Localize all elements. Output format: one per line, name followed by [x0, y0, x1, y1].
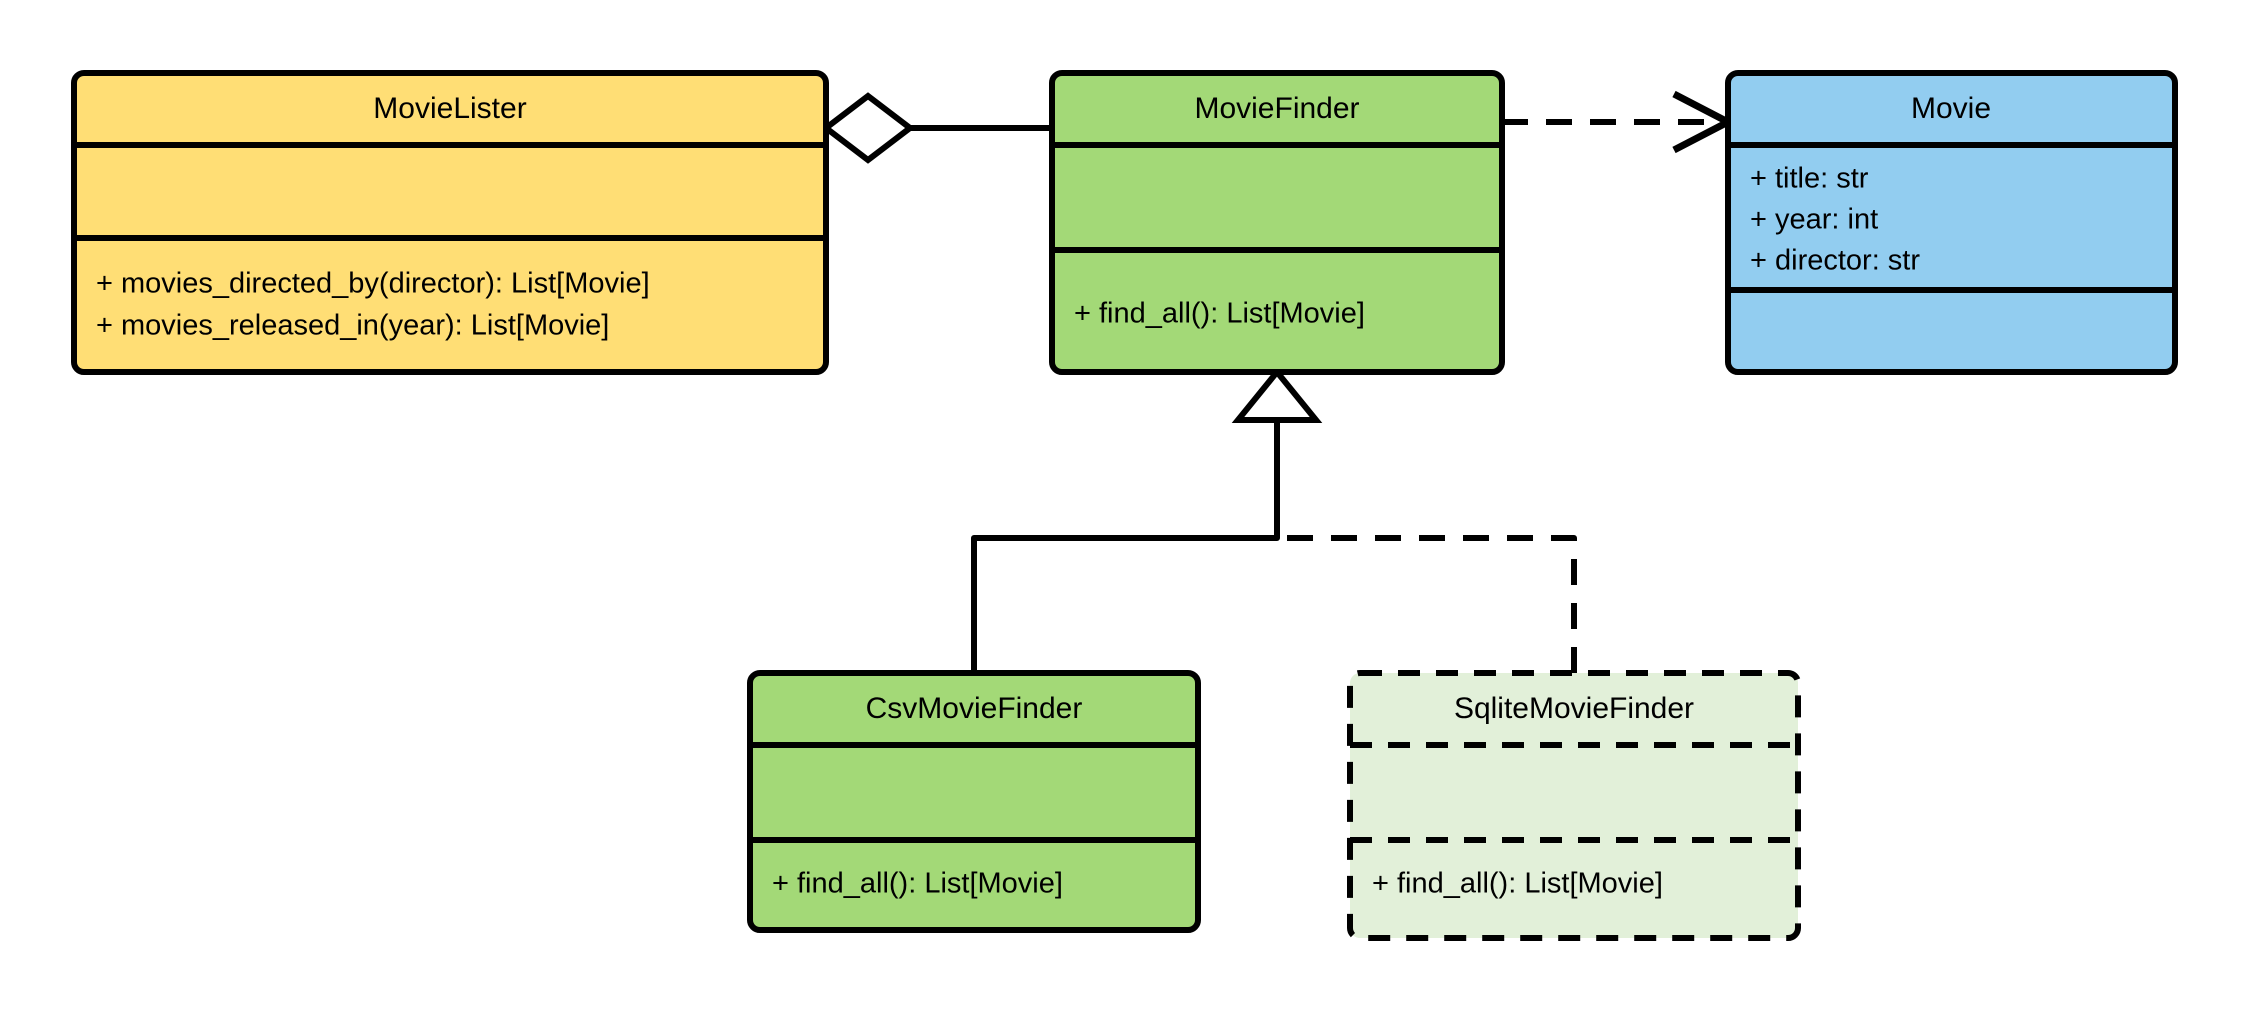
- class-box-movie[interactable]: Movie + title: str + year: int + directo…: [1725, 70, 2178, 375]
- sqlite-movie-finder-title: SqliteMovieFinder: [1454, 692, 1694, 725]
- class-box-movie-finder[interactable]: MovieFinder + find_all(): List[Movie]: [1049, 70, 1505, 375]
- movie-attribute-3: + director: str: [1750, 245, 1920, 277]
- hollow-triangle-icon: [1231, 367, 1323, 423]
- inheritance-line-sqlite: [1277, 535, 1577, 673]
- class-box-movie-lister[interactable]: MovieLister + movies_directed_by(directo…: [71, 70, 829, 375]
- class-box-csv-movie-finder[interactable]: CsvMovieFinder + find_all(): List[Movie]: [747, 670, 1201, 933]
- movie-finder-method-1: + find_all(): List[Movie]: [1074, 298, 1365, 330]
- relationship-dependency-finder-movie[interactable]: [1502, 90, 1736, 154]
- movie-finder-title: MovieFinder: [1194, 92, 1359, 125]
- movie-lister-method-2: + movies_released_in(year): List[Movie]: [96, 310, 609, 342]
- csv-movie-finder-method-1: + find_all(): List[Movie]: [772, 868, 1063, 900]
- csv-movie-finder-title: CsvMovieFinder: [866, 692, 1083, 725]
- movie-lister-title: MovieLister: [373, 92, 526, 125]
- sqlite-movie-finder-body: [1347, 670, 1801, 941]
- movie-title: Movie: [1911, 92, 1991, 125]
- movie-lister-method-1: + movies_directed_by(director): List[Mov…: [96, 268, 650, 300]
- relationship-inheritance-sqlite-finder[interactable]: [1277, 535, 1577, 673]
- csv-movie-finder-body: [747, 670, 1201, 933]
- movie-attribute-2: + year: int: [1750, 204, 1878, 236]
- movie-attribute-1: + title: str: [1750, 163, 1869, 195]
- relationship-aggregation-lister-finder[interactable]: [821, 92, 1052, 164]
- relationship-inheritance-csv-finder[interactable]: [971, 420, 1280, 673]
- sqlite-movie-finder-method-1: + find_all(): List[Movie]: [1372, 868, 1663, 900]
- class-box-sqlite-movie-finder[interactable]: SqliteMovieFinder + find_all(): List[Mov…: [1347, 670, 1801, 941]
- hollow-diamond-icon: [821, 92, 915, 164]
- inheritance-line-csv: [971, 420, 1280, 673]
